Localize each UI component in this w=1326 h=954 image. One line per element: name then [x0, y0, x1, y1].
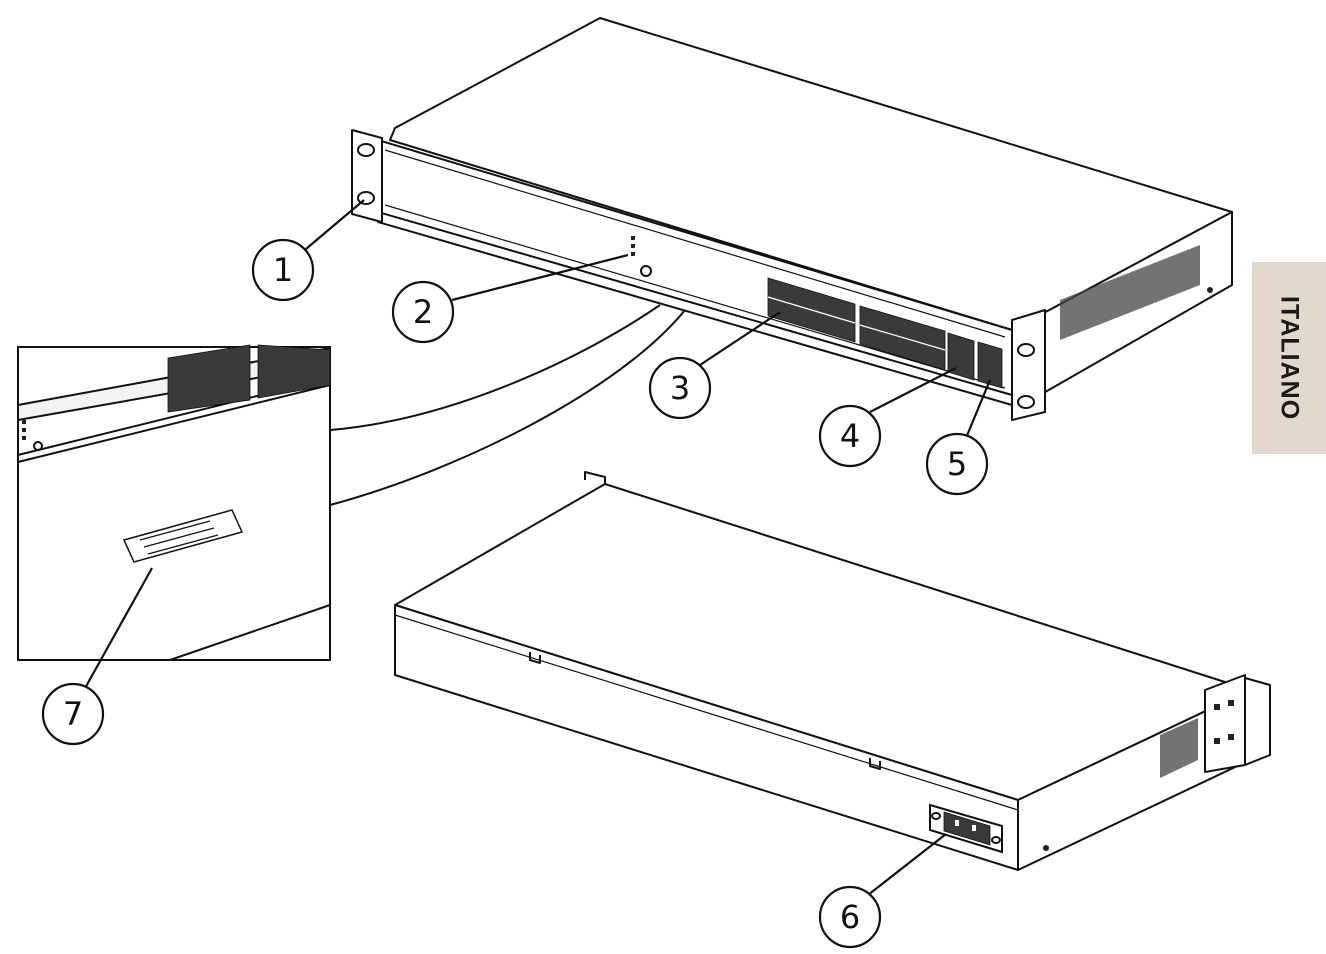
side-vents: [1060, 245, 1200, 340]
callout-5-number: 5: [947, 445, 967, 483]
callout-3-number: 3: [670, 369, 690, 407]
rear-vents: [1160, 718, 1198, 778]
switch-rear-view: [394, 471, 1271, 871]
rj45-ports: [767, 277, 946, 371]
reset-button: [640, 265, 652, 277]
rear-rack-ear: [1204, 674, 1246, 773]
status-leds: [631, 236, 635, 256]
callout-2-number: 2: [413, 293, 433, 331]
callout-3: 3: [648, 311, 781, 420]
callout-6: 6: [818, 833, 947, 949]
language-tab: ITALIANO: [1252, 262, 1326, 454]
callout-1: 1: [251, 199, 365, 302]
callout-7: 7: [41, 567, 153, 746]
callout-5: 5: [925, 379, 992, 496]
sfp-ports: [947, 332, 1003, 389]
language-tab-label: ITALIANO: [1275, 295, 1304, 421]
callout-4-number: 4: [840, 417, 860, 455]
product-label: [122, 509, 244, 563]
callout-7-number: 7: [63, 695, 83, 733]
callout-4: 4: [818, 367, 957, 468]
callout-2: 2: [391, 253, 629, 344]
callout-6-number: 6: [840, 898, 860, 936]
power-inlet: [929, 803, 1003, 854]
label-inset: [17, 304, 686, 661]
switch-front-view: [351, 17, 1233, 421]
right-rack-ear: [1011, 309, 1046, 421]
callout-1-number: 1: [273, 251, 293, 289]
